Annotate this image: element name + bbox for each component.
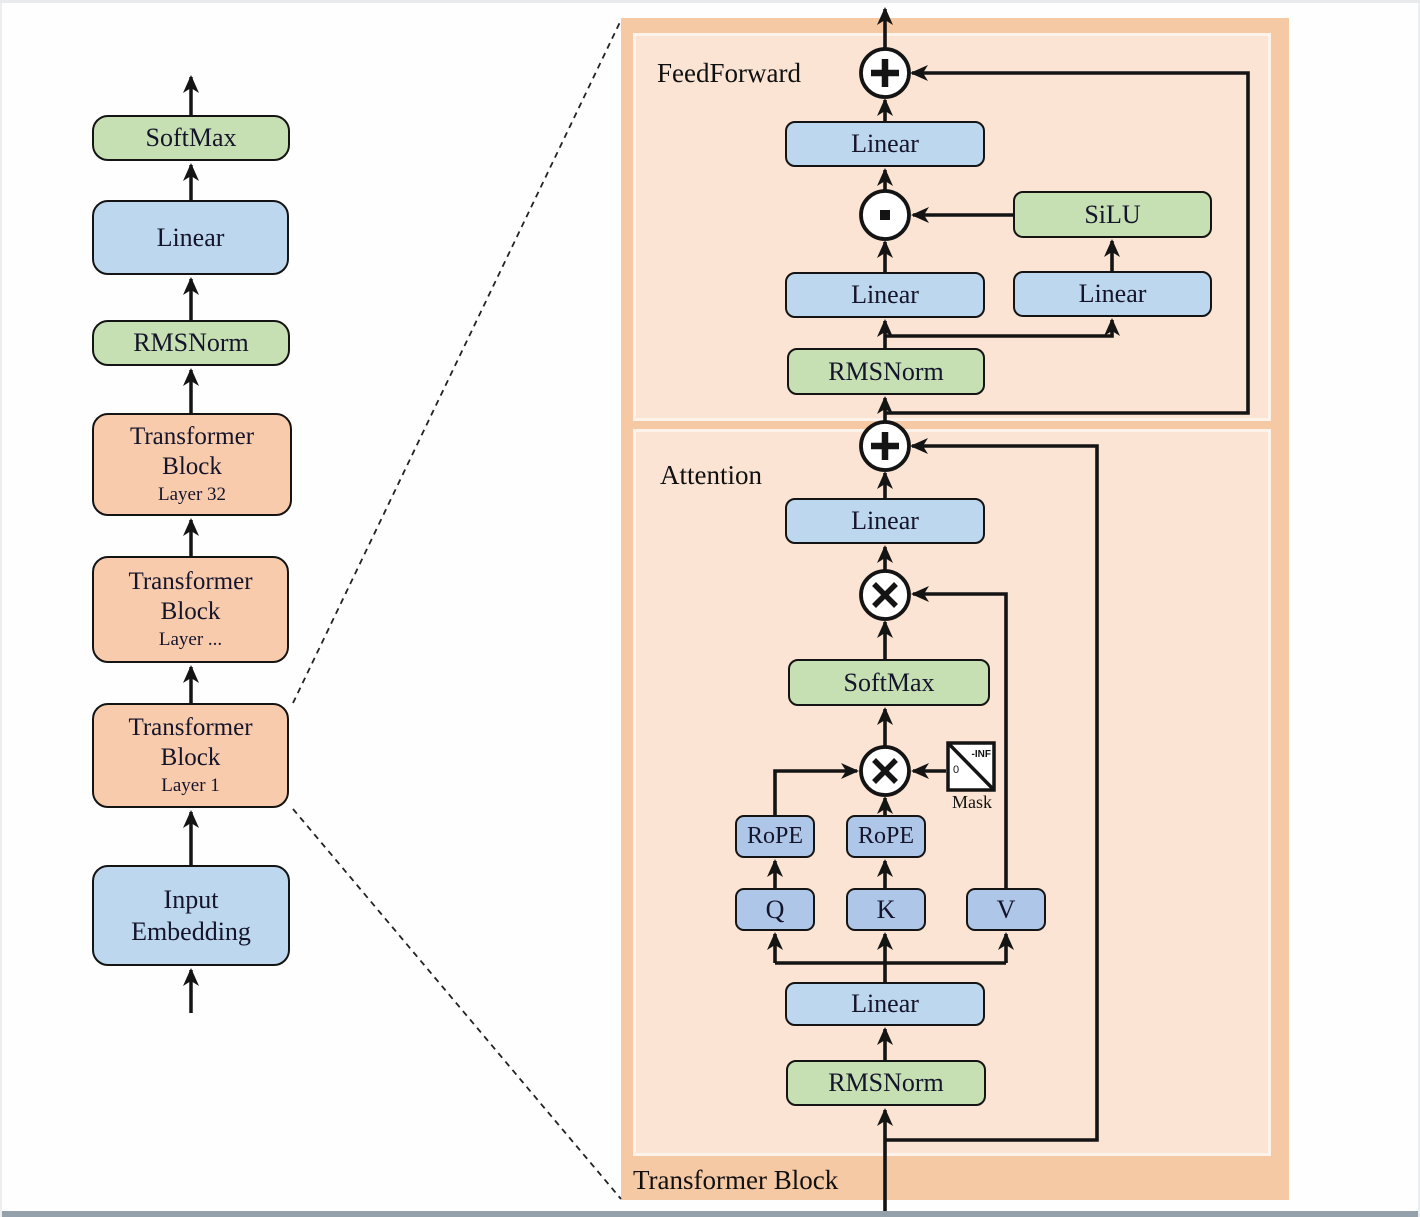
ff-silu-block: SiLU [1013,191,1212,238]
ff-rmsnorm-block: RMSNorm [787,348,985,395]
att-rmsnorm-block: RMSNorm [786,1060,986,1106]
att-linear-qkv-block: Linear [785,982,985,1026]
left-linear-label: Linear [156,222,225,252]
mask-label: Mask [952,792,992,812]
rope-k-label: RoPE [857,823,914,850]
screenshot-bottom-border [0,1211,1420,1217]
v-label: V [996,894,1016,924]
layer32-label: Transformer Block [129,423,255,481]
v-block: V [966,888,1046,931]
transformer-block-caption: Transformer Block [633,1165,839,1195]
att-softmax-block: SoftMax [788,659,990,706]
left-rmsnorm-block: RMSNorm [92,320,290,366]
q-block: Q [735,888,815,931]
ff-linear-right-label: Linear [1078,279,1147,309]
mask-inf-value: -INF [971,749,991,760]
att-linear-qkv-label: Linear [851,989,919,1019]
attention-section [633,429,1271,1156]
left-linear-block: Linear [92,200,289,275]
k-block: K [846,888,926,931]
rope-q-block: RoPE [735,815,815,858]
att-rmsnorm-label: RMSNorm [828,1068,944,1098]
att-softmax-label: SoftMax [843,667,935,697]
feedforward-flow-arrows [877,7,1250,422]
layer-dots-label: Transformer Block [128,568,253,626]
scores-value-matmul-icon [859,569,911,621]
rope-k-block: RoPE [846,815,926,858]
q-label: Q [765,894,785,924]
ff-silu-label: SiLU [1084,199,1141,229]
attention-flow-arrows [767,438,1099,1214]
screenshot-right-border [1418,3,1420,1217]
screenshot-left-border [0,3,2,1217]
ff-residual-add-icon [859,47,911,99]
query-key-matmul-icon [859,745,911,797]
att-residual-add-icon [859,420,911,472]
zoom-connector-lines [292,19,622,1200]
attention-section-label: Attention [660,460,762,490]
causal-mask-icon [946,741,996,792]
left-softmax-label: SoftMax [145,123,237,153]
left-rmsnorm-label: RMSNorm [133,328,249,358]
transformer-block-layer-dots: Transformer Block Layer ... [92,556,289,663]
feedforward-section-label: FeedForward [657,58,801,88]
att-linear-out-block: Linear [785,498,985,544]
layer32-sublabel: Layer 32 [157,484,227,506]
input-embedding-block: Input Embedding [92,865,290,966]
k-label: K [876,894,896,924]
ff-rmsnorm-label: RMSNorm [828,356,944,386]
layer1-label: Transformer Block [128,714,253,772]
ff-linear-out-block: Linear [785,121,985,167]
ff-linear-left-label: Linear [851,280,919,310]
ff-linear-right-block: Linear [1013,271,1212,317]
input-embedding-label: Input Embedding [131,885,251,946]
layer1-sublabel: Layer 1 [161,775,220,797]
ff-linear-left-block: Linear [785,272,985,318]
elementwise-product-icon [859,189,911,241]
ff-linear-out-label: Linear [851,129,919,159]
left-softmax-block: SoftMax [92,115,290,161]
transformer-block-layer1: Transformer Block Layer 1 [92,703,289,808]
rope-q-label: RoPE [746,823,803,850]
mask-zero-value: 0 [953,764,960,776]
diagram-connectors [183,7,1250,1214]
layer-dots-sublabel: Layer ... [158,629,223,651]
transformer-block-layer32: Transformer Block Layer 32 [92,413,292,516]
att-linear-out-label: Linear [851,506,919,536]
